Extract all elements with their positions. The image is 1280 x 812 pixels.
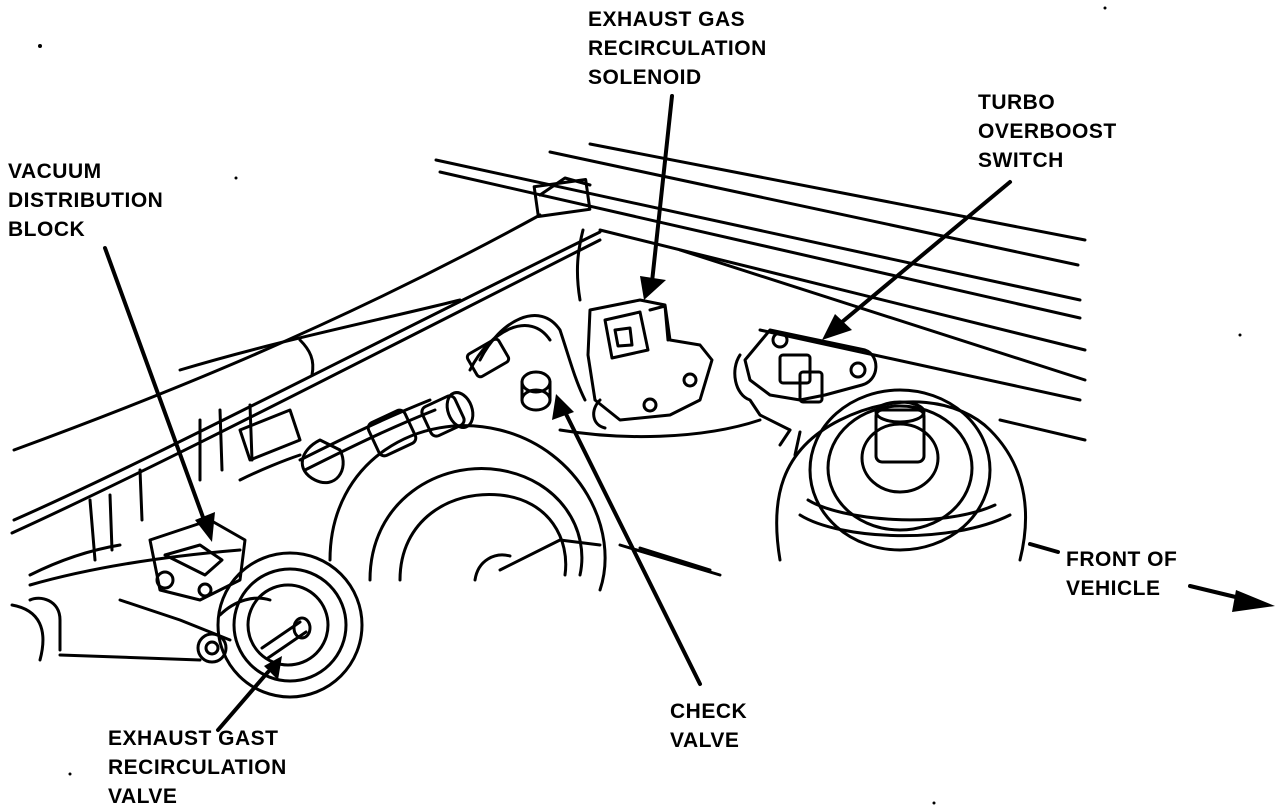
label-egr-solenoid: EXHAUST GAS RECIRCULATION SOLENOID: [588, 8, 767, 89]
vacuum-block-part: [10, 403, 302, 664]
cowl-rails: [10, 142, 1087, 535]
arrow-turbo-switch: [840, 180, 1012, 324]
label-turbo-overboost-switch: TURBO OVERBOOST SWITCH: [978, 91, 1117, 172]
arrow-heads: [195, 276, 1275, 680]
rail-clip: [532, 176, 592, 218]
arrow-egr-valve: [216, 670, 270, 732]
strut-tower: [775, 388, 1028, 562]
fender-curves: [28, 228, 585, 587]
turbo-overboost-switch-part: [733, 328, 878, 457]
label-egr-valve: EXHAUST GAST RECIRCULATION VALVE: [108, 727, 287, 808]
arrow-egr-solenoid: [650, 94, 674, 284]
label-vacuum-distribution-block: VACUUM DISTRIBUTION BLOCK: [8, 160, 164, 241]
label-check-valve: CHECK VALVE: [670, 700, 748, 752]
leader-arrows: [103, 94, 1250, 732]
hose-connectors: [300, 337, 552, 485]
egr-valve-part: [216, 551, 364, 699]
arrow-vacuum-block: [103, 246, 206, 522]
egr-solenoid-part: [586, 298, 714, 430]
vacuum-hoses: [238, 314, 762, 482]
label-front-of-vehicle: FRONT OF VEHICLE: [1066, 548, 1178, 600]
arrow-check-valve: [563, 410, 702, 686]
scan-specks: [38, 6, 1242, 805]
intake-rings: [328, 424, 722, 592]
